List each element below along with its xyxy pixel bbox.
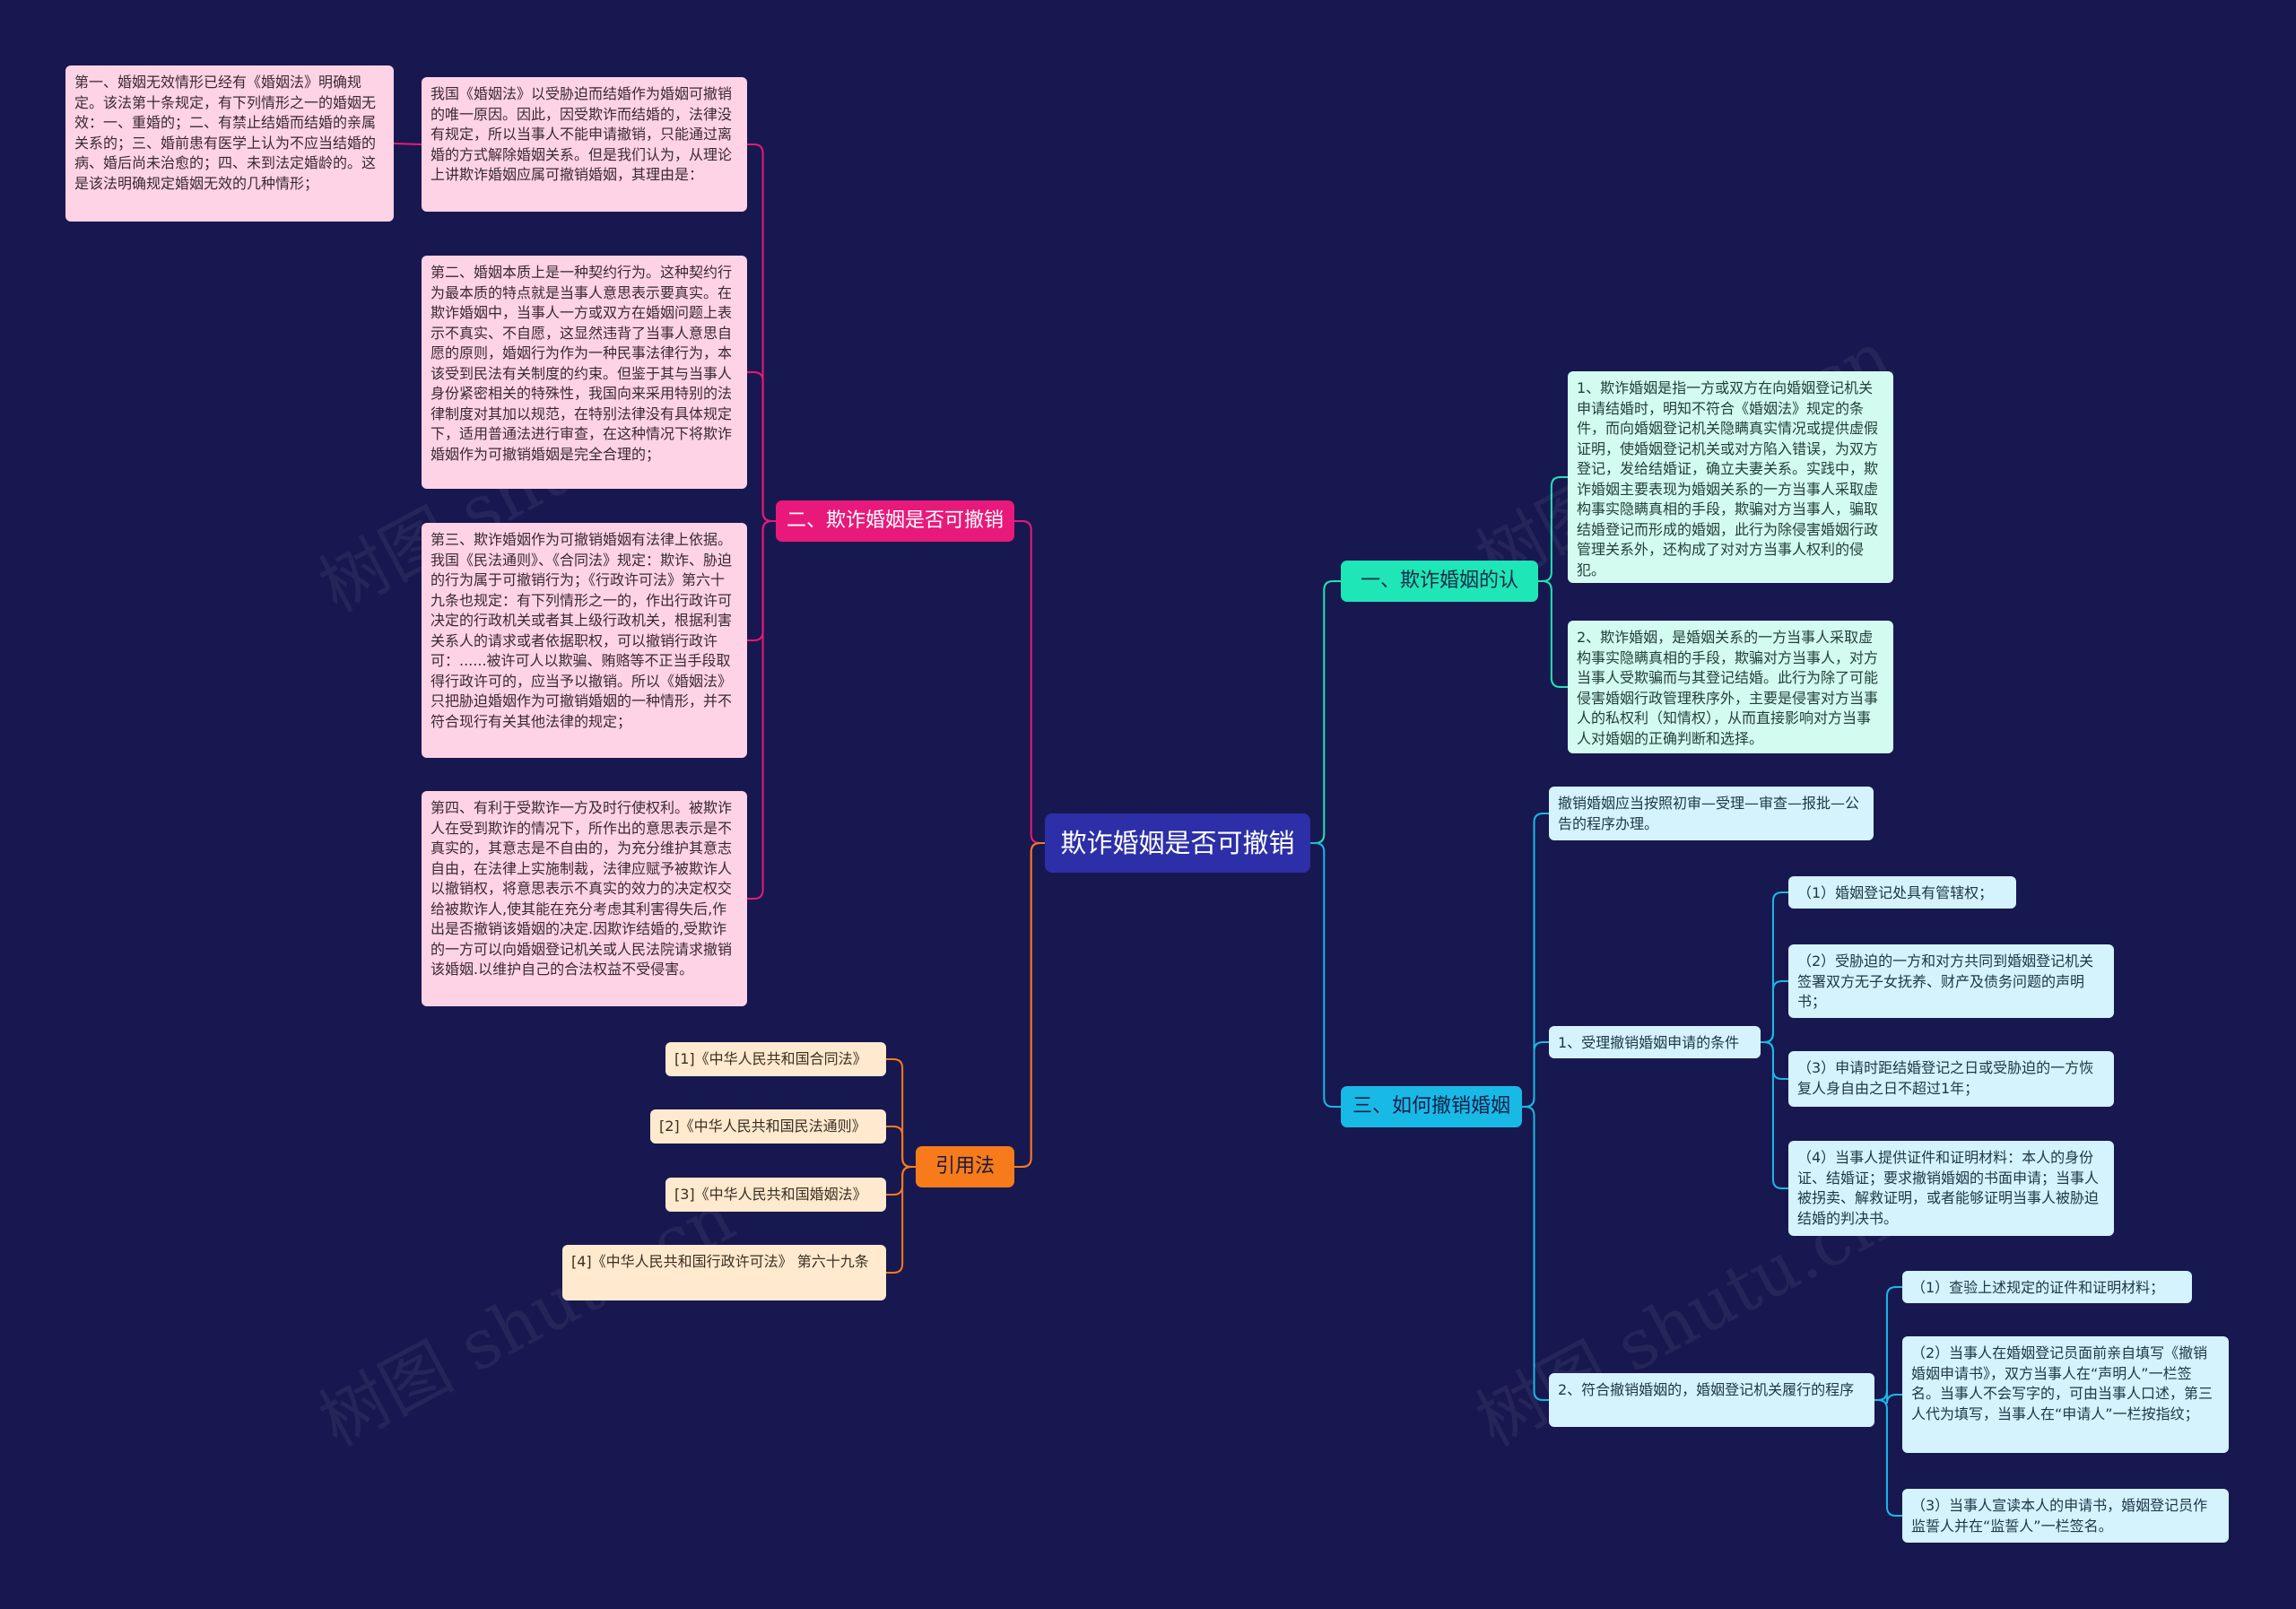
reference-item[interactable]: [4]《中华人民共和国行政许可法》 第六十九条 bbox=[562, 1245, 886, 1300]
connector-line bbox=[1761, 980, 1788, 1043]
connector-line bbox=[1310, 842, 1341, 1108]
connector-line bbox=[747, 520, 776, 900]
leaf-reason-fourth[interactable]: 第四、有利于受欺诈一方及时行使权利。被欺诈人在受到欺诈的情况下，所作出的意思表示… bbox=[422, 791, 747, 1006]
connector-line bbox=[1014, 842, 1045, 1168]
connector-line bbox=[1310, 580, 1341, 844]
procedure-item[interactable]: （2）当事人在婚姻登记员面前亲自填写《撤销婚姻申请书》，双方当事人在“声明人”一… bbox=[1902, 1336, 2229, 1453]
branch-fraud-revocable[interactable]: 二、欺诈婚姻是否可撤销 bbox=[776, 500, 1014, 542]
connector-line bbox=[1522, 1106, 1549, 1401]
edges-branch1 bbox=[1538, 476, 1568, 688]
branch-fraud-definition[interactable]: 一、欺诈婚姻的认定 bbox=[1341, 561, 1538, 602]
connector-line bbox=[886, 1126, 916, 1168]
connector-line bbox=[1761, 1041, 1788, 1080]
connector-line bbox=[747, 371, 776, 522]
connector-line bbox=[886, 1166, 916, 1196]
leaf-reason-intro[interactable]: 我国《婚姻法》以受胁迫而结婚作为婚姻可撤销的唯一原因。因此，因受欺诈而结婚的，法… bbox=[422, 77, 747, 212]
condition-item[interactable]: （4）当事人提供证件和证明材料：本人的身份证、结婚证；要求撤销婚姻的书面申请；当… bbox=[1788, 1141, 2114, 1236]
connector-line bbox=[886, 1166, 916, 1274]
connector-line bbox=[1522, 813, 1549, 1108]
connector-line bbox=[1874, 1399, 1902, 1517]
connector-line bbox=[1761, 891, 1788, 1043]
edges-references bbox=[886, 1058, 916, 1274]
root-topic[interactable]: 欺诈婚姻是否可撤销 bbox=[1045, 813, 1310, 873]
procedure-item[interactable]: （3）当事人宣读本人的申请书，婚姻登记员作监誓人并在“监誓人”一栏签名。 bbox=[1902, 1489, 2229, 1543]
connector-line bbox=[1014, 520, 1045, 844]
connector-line bbox=[1014, 842, 1045, 1168]
definition-item[interactable]: 2、欺诈婚姻，是婚姻关系的一方当事人采取虚构事实隐瞒真相的手段，欺骗对方当事人，… bbox=[1568, 621, 1893, 753]
revoke-procedure-summary[interactable]: 撤销婚姻应当按照初审—受理—审查—报批—公告的程序办理。 bbox=[1549, 787, 1874, 840]
connector-line bbox=[1538, 580, 1568, 688]
connector-line bbox=[1538, 476, 1568, 582]
reference-item[interactable]: [3]《中华人民共和国婚姻法》 bbox=[665, 1178, 886, 1212]
edges-branch2 bbox=[747, 144, 776, 900]
edges-branch3 bbox=[1522, 813, 1549, 1401]
condition-item[interactable]: （3）申请时距结婚登记之日或受胁迫的一方恢复人身自由之日不超过1年； bbox=[1788, 1051, 2114, 1107]
leaf-reason-third[interactable]: 第三、欺诈婚姻作为可撤销婚姻有法律上依据。我国《民法通则》、《合同法》规定：欺诈… bbox=[422, 523, 747, 758]
edges-root-right-cyan bbox=[1310, 842, 1341, 1108]
procedure-item[interactable]: （1）查验上述规定的证件和证明材料； bbox=[1902, 1271, 2192, 1303]
definition-item[interactable]: 1、欺诈婚姻是指一方或双方在向婚姻登记机关申请结婚时，明知不符合《婚姻法》规定的… bbox=[1568, 371, 1893, 583]
leaf-reason-second[interactable]: 第二、婚姻本质上是一种契约行为。这种契约行为最本质的特点就是当事人意思表示要真实… bbox=[422, 256, 747, 489]
edges-group2 bbox=[1874, 1286, 1902, 1517]
connector-line bbox=[1874, 1390, 1902, 1405]
connector-line bbox=[747, 520, 776, 641]
registration-procedure-group[interactable]: 2、符合撤销婚姻的，婚姻登记机关履行的程序 bbox=[1549, 1373, 1874, 1427]
connector-line bbox=[886, 1058, 916, 1168]
edges-group1 bbox=[1761, 891, 1788, 1189]
condition-item[interactable]: （2）受胁迫的一方和对方共同到婚姻登记机关签署双方无子女抚养、财产及债务问题的声… bbox=[1788, 944, 2114, 1018]
edges-root-right-teal bbox=[1310, 580, 1341, 844]
connector-line bbox=[1522, 1041, 1549, 1108]
reference-item[interactable]: [2]《中华人民共和国民法通则》 bbox=[650, 1109, 886, 1144]
connector-line bbox=[1761, 1041, 1788, 1189]
connector-line bbox=[747, 144, 776, 522]
reference-item[interactable]: [1]《中华人民共和国合同法》 bbox=[665, 1042, 886, 1076]
branch-references[interactable]: 引用法条 bbox=[916, 1146, 1014, 1187]
revoke-conditions-group[interactable]: 1、受理撤销婚姻申请的条件 bbox=[1549, 1026, 1761, 1058]
branch-how-to-revoke[interactable]: 三、如何撤销婚姻 bbox=[1341, 1086, 1522, 1127]
edges-root-left-orange bbox=[1014, 842, 1045, 1168]
leaf-reason-first[interactable]: 第一、婚姻无效情形已经有《婚姻法》明确规定。该法第十条规定，有下列情形之一的婚姻… bbox=[65, 65, 394, 222]
connector-line bbox=[1874, 1286, 1902, 1401]
condition-item[interactable]: （1）婚姻登记处具有管辖权； bbox=[1788, 876, 2016, 909]
